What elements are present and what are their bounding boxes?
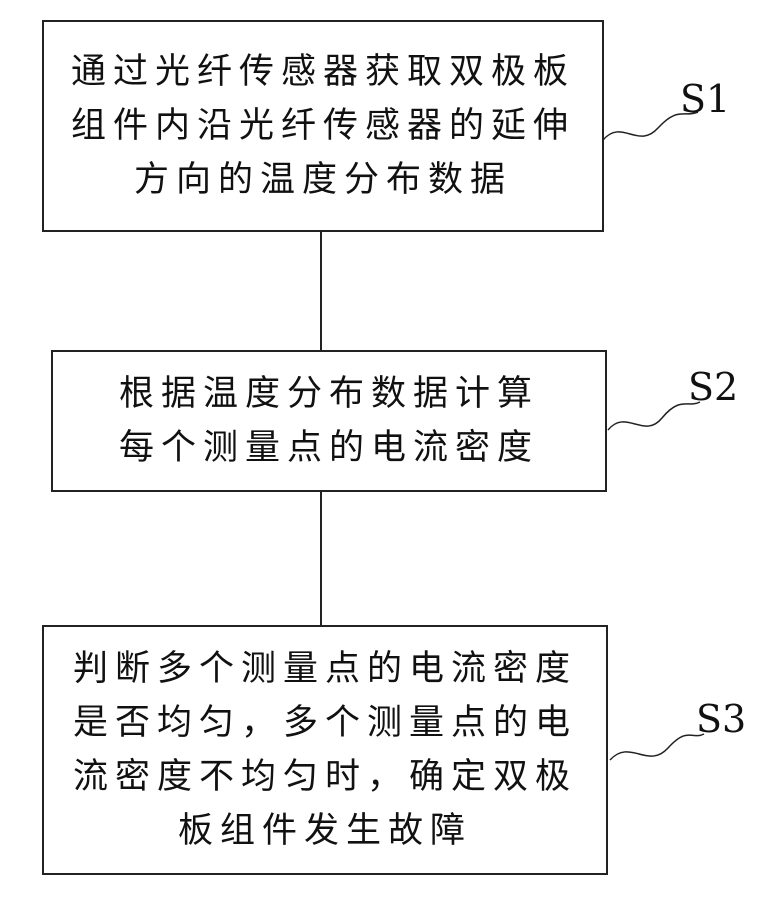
step-box-s1: 通过光纤传感器获取双极板组件内沿光纤传感器的延伸方向的温度分布数据 — [42, 20, 604, 232]
step-label-s3: S3 — [696, 700, 746, 738]
leader-line-s3 — [610, 734, 704, 760]
leader-line-s2 — [608, 402, 700, 430]
step-label-s2: S2 — [688, 368, 738, 406]
step-label-s1: S1 — [680, 80, 730, 118]
step-box-s3: 判断多个测量点的电流密度是否均匀，多个测量点的电流密度不均匀时，确定双极板组件发… — [42, 625, 608, 875]
step-text-s1: 通过光纤传感器获取双极板组件内沿光纤传感器的延伸方向的温度分布数据 — [56, 45, 590, 207]
step-text-s2: 根据温度分布数据计算每个测量点的电流密度 — [65, 367, 593, 475]
step-text-s3: 判断多个测量点的电流密度是否均匀，多个测量点的电流密度不均匀时，确定双极板组件发… — [56, 642, 594, 858]
step-box-s2: 根据温度分布数据计算每个测量点的电流密度 — [51, 350, 607, 492]
